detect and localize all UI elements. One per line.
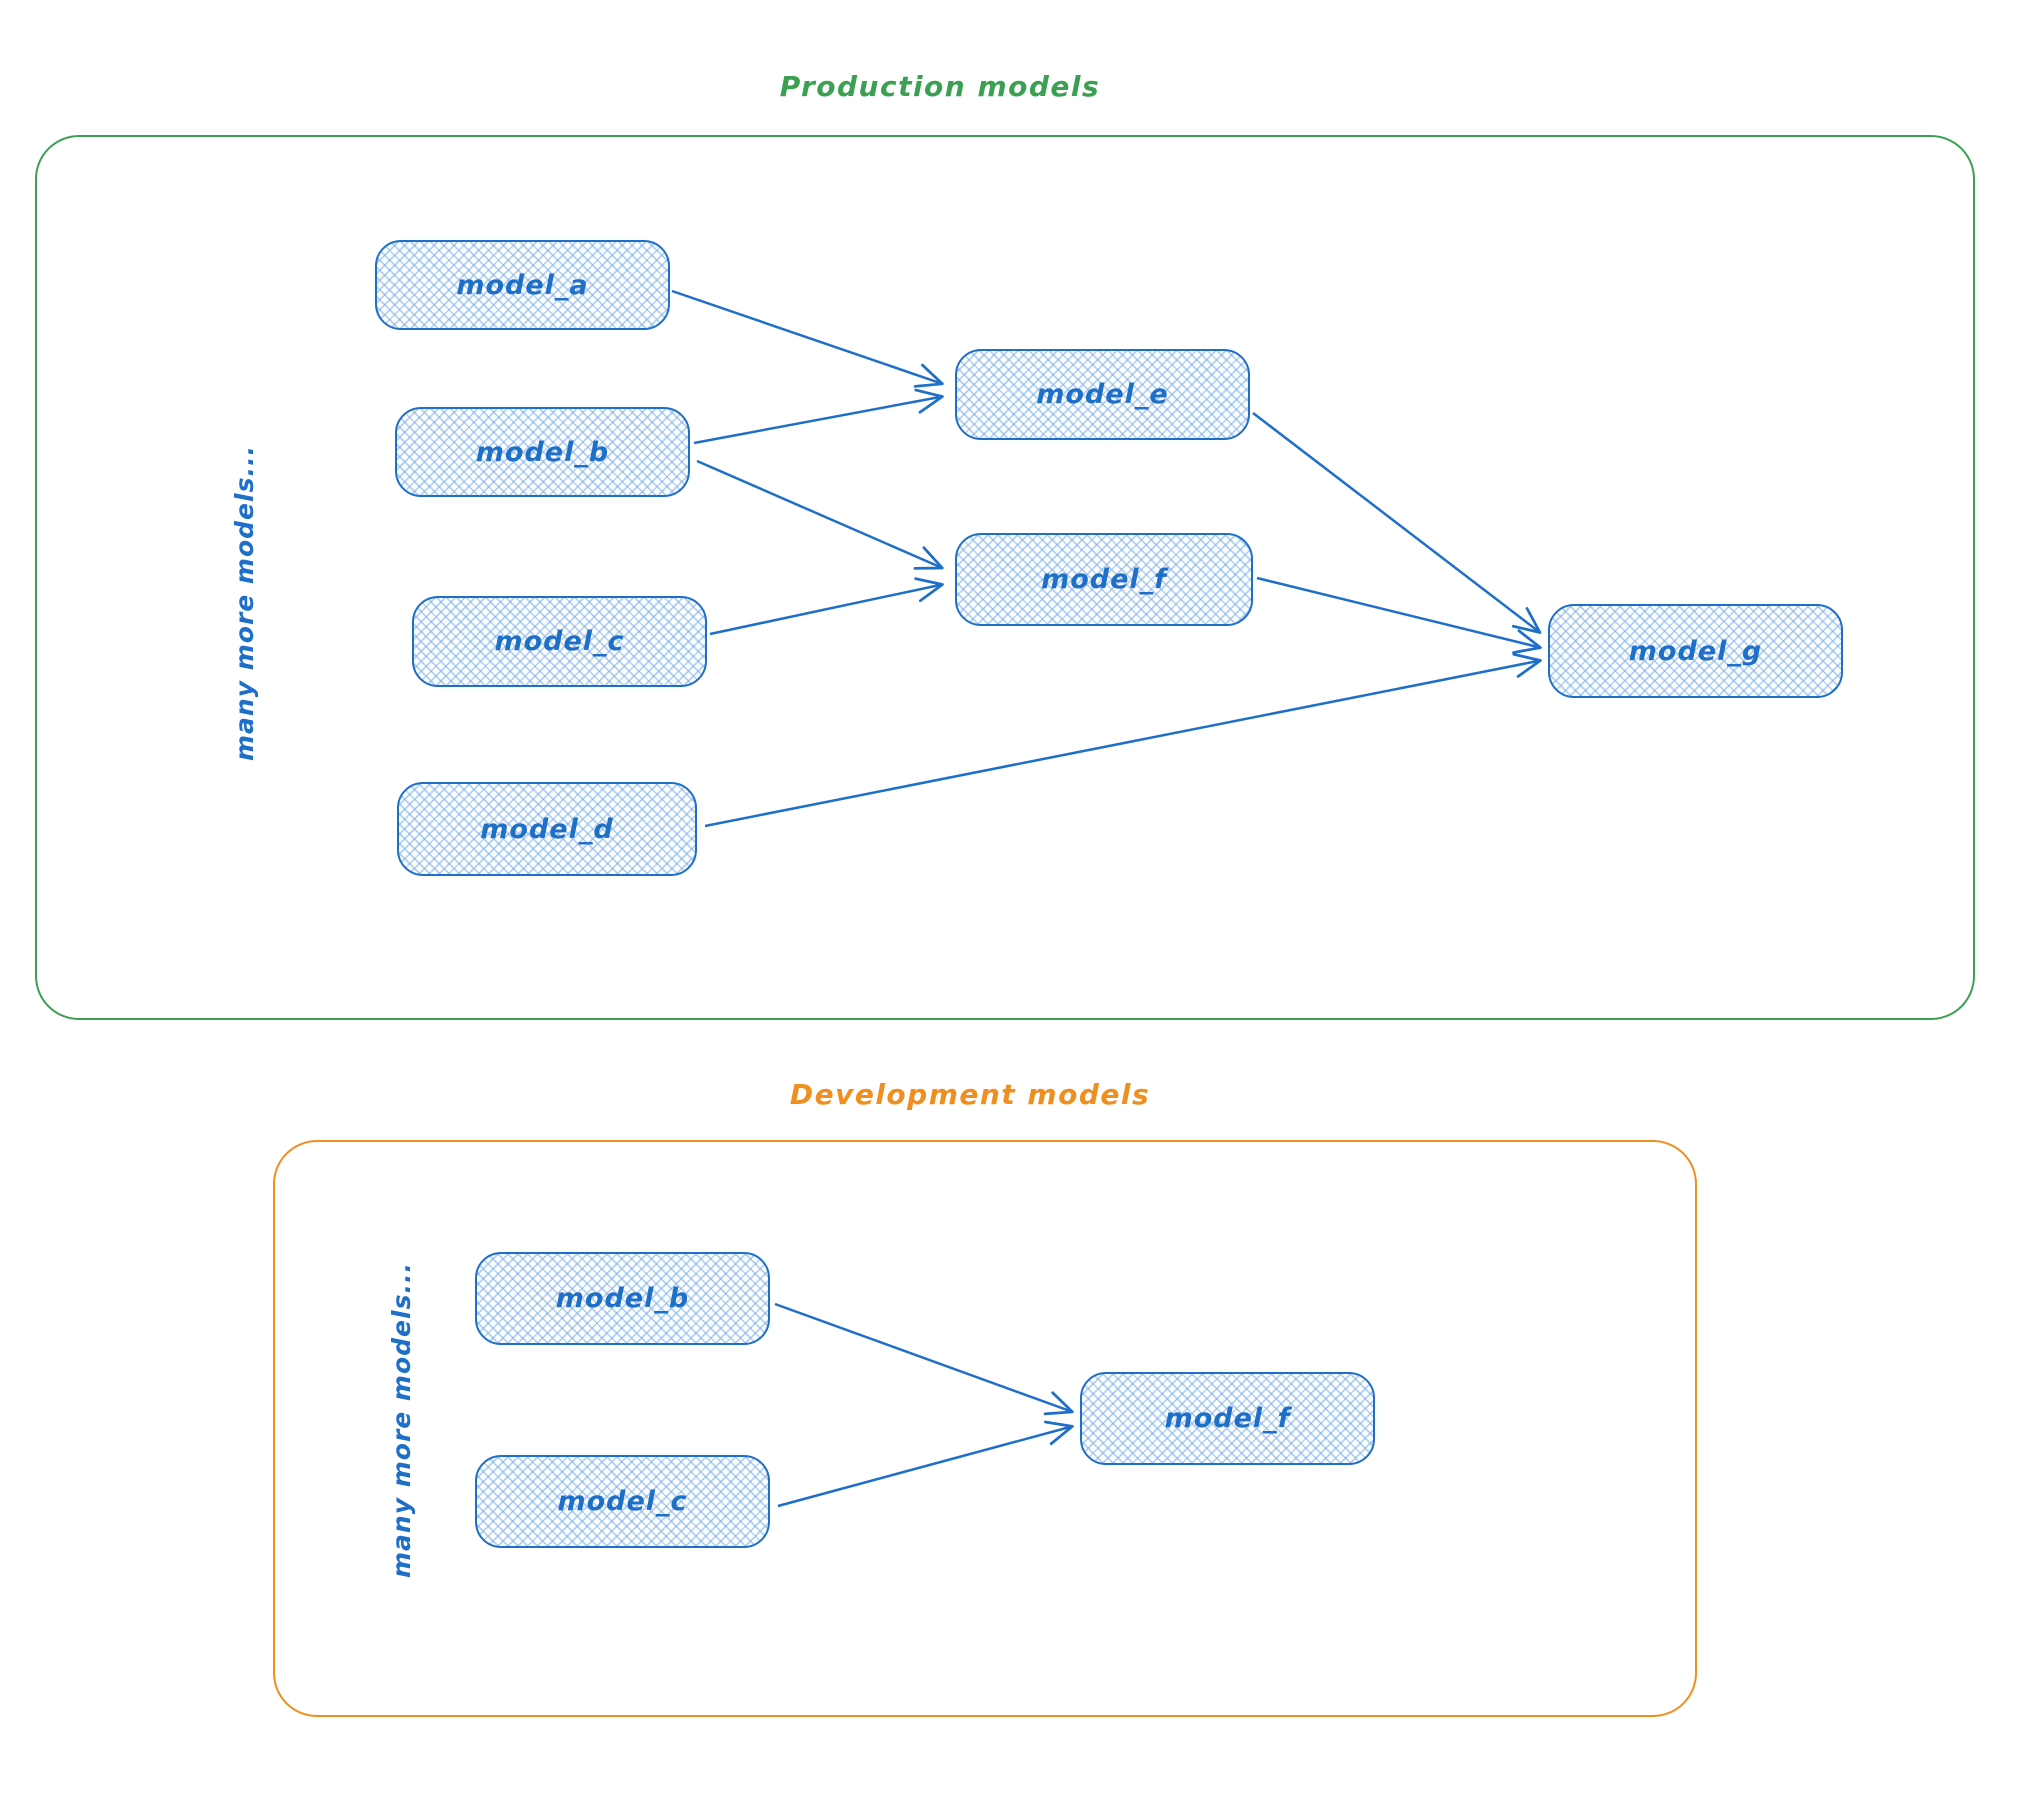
production-section-title: Production models	[779, 70, 1101, 103]
node-label: model_f	[1164, 1403, 1291, 1434]
node-label: model_b	[475, 436, 610, 468]
node-production-model_f: model_f	[955, 533, 1253, 626]
node-production-model_b: model_b	[395, 407, 690, 497]
node-label: model_c	[557, 1486, 688, 1517]
node-label: model_a	[456, 269, 589, 301]
node-production-model_c: model_c	[412, 596, 707, 687]
node-production-model_a: model_a	[375, 240, 670, 330]
development-side-label: many more models...	[387, 1262, 416, 1578]
node-production-model_g: model_g	[1548, 604, 1843, 698]
development-section-title: Development models	[789, 1078, 1151, 1111]
node-development-model_c: model_c	[475, 1455, 770, 1548]
development-container	[273, 1140, 1697, 1717]
node-label: model_f	[1041, 564, 1167, 595]
node-production-model_d: model_d	[397, 782, 697, 876]
node-label: model_e	[1036, 379, 1169, 410]
node-label: model_g	[1628, 635, 1763, 667]
node-development-model_f: model_f	[1080, 1372, 1375, 1465]
node-label: model_d	[480, 813, 614, 845]
node-development-model_b: model_b	[475, 1252, 770, 1345]
node-production-model_e: model_e	[955, 349, 1250, 440]
node-label: model_b	[555, 1283, 690, 1314]
production-container	[35, 135, 1975, 1020]
production-side-label: many more models...	[230, 445, 259, 761]
node-label: model_c	[494, 626, 625, 657]
